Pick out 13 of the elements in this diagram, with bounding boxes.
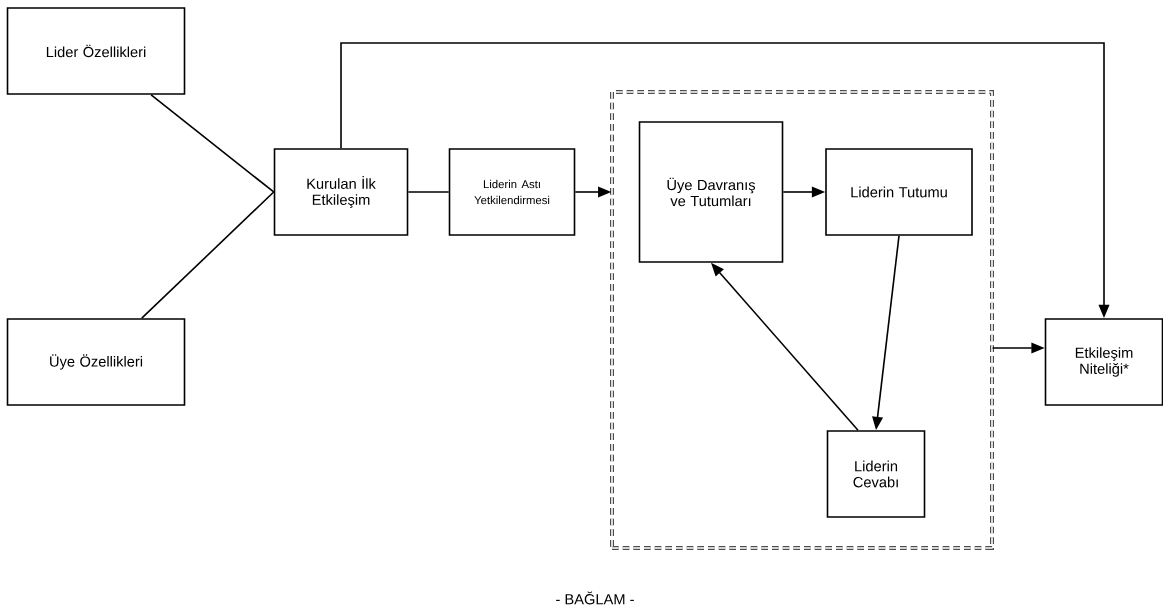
process-box: Etkileşim Niteliği* [1044, 318, 1163, 406]
context-label: - BAĞLAM - [556, 591, 634, 605]
process-box: Liderin Tutumu [825, 148, 973, 236]
dashed-boundary-box [610, 90, 994, 550]
process-box: Liderin Astı Yetkilendirmesi [448, 148, 576, 236]
process-box: Kurulan İlk Etkileşim [273, 148, 409, 236]
connector-line [407, 191, 450, 193]
connector-line [141, 191, 275, 319]
process-box: Üye Özellikleri [6, 318, 186, 406]
process-box: Liderin Cevabı [826, 430, 926, 518]
process-box: Lider Özellikleri [6, 7, 186, 95]
connector-line [150, 94, 275, 193]
process-box: Üye Davranış ve Tutumları [638, 121, 784, 263]
